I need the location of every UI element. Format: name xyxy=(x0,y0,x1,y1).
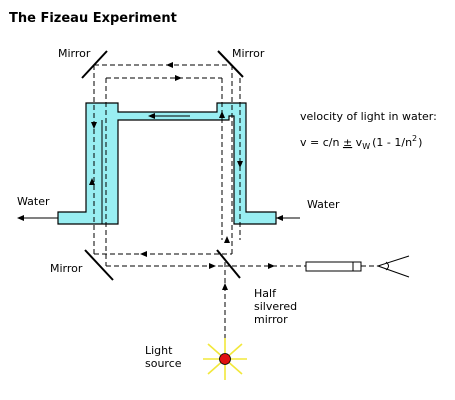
flow-arrows xyxy=(17,113,300,221)
eye-icon xyxy=(376,255,410,278)
label-water-left: Water xyxy=(17,195,50,208)
formula-caption: velocity of light in water: xyxy=(300,110,437,123)
mirror-bottom-left xyxy=(84,249,114,281)
mirror-top-left xyxy=(81,50,108,79)
formula-plus-minus: ± xyxy=(343,136,352,149)
label-half-silvered-2: silvered xyxy=(254,300,297,313)
formula-v: v xyxy=(352,136,362,149)
label-mirror-bottom-left: Mirror xyxy=(50,262,83,275)
telescope xyxy=(305,261,362,272)
label-half-silvered-3: mirror xyxy=(254,313,288,326)
light-direction-arrows xyxy=(89,62,275,290)
formula-mid: (1 - 1/n xyxy=(372,136,412,149)
label-half-silvered-1: Half xyxy=(254,287,277,300)
formula-subscript: W xyxy=(362,142,370,151)
diagram-title: The Fizeau Experiment xyxy=(9,11,177,26)
mirror-top-right xyxy=(217,50,244,78)
label-water-right: Water xyxy=(307,198,340,211)
light-source xyxy=(203,338,247,380)
formula: v = c/n ± vW(1 - 1/n2) xyxy=(300,134,422,151)
formula-prefix: v = c/n xyxy=(300,136,343,149)
label-mirror-top-left: Mirror xyxy=(58,47,91,60)
label-light-source-2: source xyxy=(145,357,182,370)
half-silvered-mirror xyxy=(216,249,241,279)
formula-superscript: 2 xyxy=(412,134,417,143)
formula-end: ) xyxy=(418,136,422,149)
water-tube xyxy=(57,102,277,225)
label-mirror-top-right: Mirror xyxy=(232,47,265,60)
label-light-source-1: Light xyxy=(145,344,173,357)
